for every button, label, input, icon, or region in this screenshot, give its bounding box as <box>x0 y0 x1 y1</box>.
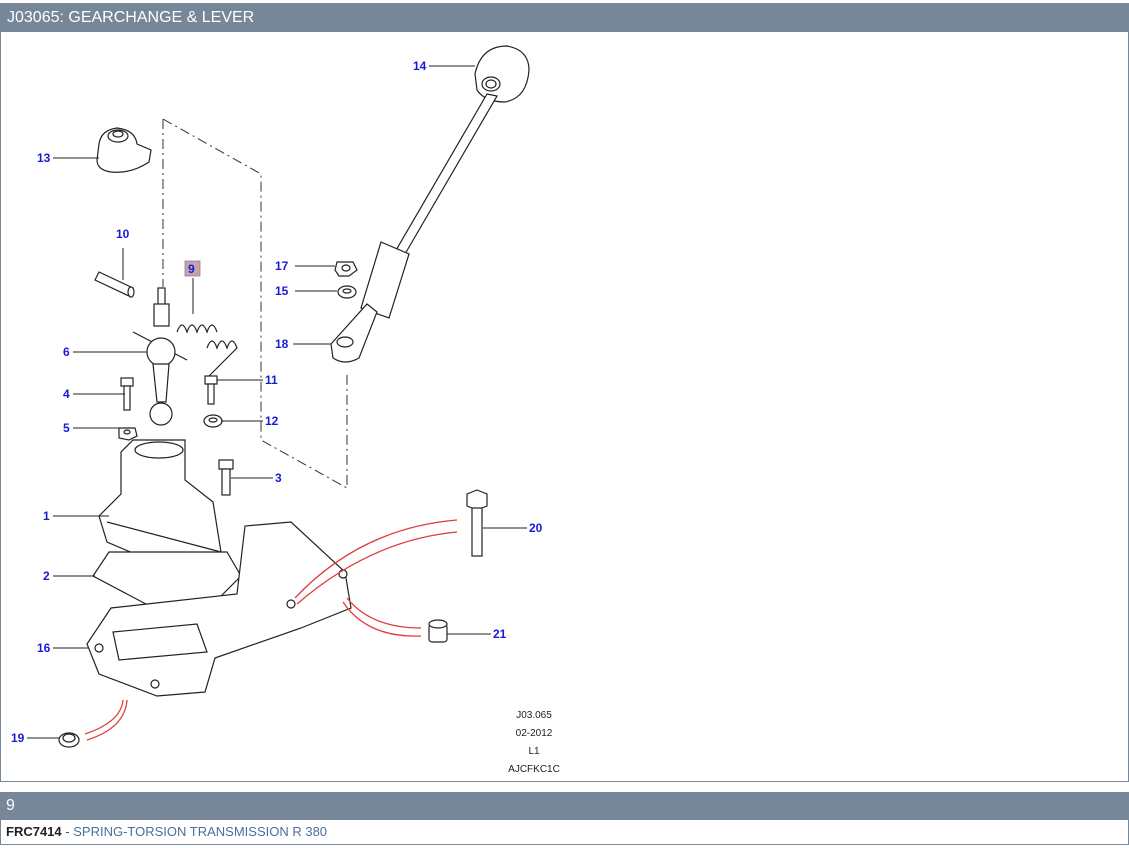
callout-19[interactable]: 19 <box>11 731 25 745</box>
part-number: FRC7414 <box>6 824 62 839</box>
reference-date: 02-2012 <box>516 728 553 739</box>
part-21-bush[interactable] <box>428 619 448 643</box>
callout-4[interactable]: 4 <box>63 387 70 401</box>
part-15-washer[interactable] <box>337 285 357 299</box>
diagram-panel: J03065: GEARCHANGE & LEVER <box>0 3 1129 782</box>
part-16-base[interactable] <box>86 521 352 697</box>
callout-11[interactable]: 11 <box>265 373 278 387</box>
leader-lines <box>27 65 527 739</box>
callout-10[interactable]: 10 <box>116 227 130 241</box>
diagram-reference: J03.065 02-2012 L1 AJCFKC1C <box>508 710 560 775</box>
callout-1[interactable]: 1 <box>43 509 50 523</box>
callout-6[interactable]: 6 <box>63 345 70 359</box>
diagram-title: J03065: GEARCHANGE & LEVER <box>1 4 1128 32</box>
part-9-spring[interactable] <box>176 324 238 379</box>
part-13-boot[interactable] <box>96 127 152 173</box>
reference-code: J03.065 <box>516 710 552 721</box>
part-19-seal[interactable] <box>58 732 80 748</box>
part-12-washer[interactable] <box>203 414 223 428</box>
part-6-lever[interactable] <box>132 287 188 426</box>
part-description-link[interactable]: SPRING-TORSION TRANSMISSION R 380 <box>73 824 328 839</box>
selected-part-header: 9 <box>0 792 1129 820</box>
callout-16[interactable]: 16 <box>37 641 51 655</box>
exploded-diagram: 13 10 9 6 4 5 11 12 3 1 2 16 19 14 17 15… <box>11 45 560 775</box>
callout-17[interactable]: 17 <box>275 259 289 273</box>
callout-5[interactable]: 5 <box>63 421 70 435</box>
callout-2[interactable]: 2 <box>43 569 50 583</box>
reference-id: AJCFKC1C <box>508 764 560 775</box>
part-14-knob[interactable] <box>474 45 530 103</box>
part-18-eye[interactable] <box>330 303 378 363</box>
callout-20[interactable]: 20 <box>529 521 543 535</box>
selected-callout-highlight <box>184 260 201 277</box>
callout-18[interactable]: 18 <box>275 337 289 351</box>
part-3-bolt[interactable] <box>218 459 234 496</box>
part-17-nut[interactable] <box>334 261 358 277</box>
lever-rod <box>360 93 498 319</box>
callout-13[interactable]: 13 <box>37 151 51 165</box>
callout-12[interactable]: 12 <box>265 414 279 428</box>
part-5-nut[interactable] <box>118 427 138 441</box>
reference-level: L1 <box>528 746 540 757</box>
part-10-pin[interactable] <box>94 271 135 298</box>
part-1-housing[interactable] <box>98 439 222 573</box>
part-11-bolt[interactable] <box>204 375 218 405</box>
callouts: 13 10 9 6 4 5 11 12 3 1 2 16 19 14 17 15… <box>11 59 543 745</box>
callout-21[interactable]: 21 <box>493 627 507 641</box>
callout-14[interactable]: 14 <box>413 59 427 73</box>
part-4-bolt[interactable] <box>120 377 134 411</box>
callout-3[interactable]: 3 <box>275 471 282 485</box>
callout-15[interactable]: 15 <box>275 284 289 298</box>
fitting-lines <box>84 519 458 741</box>
part-separator: - <box>65 824 70 839</box>
callout-9[interactable]: 9 <box>188 262 195 276</box>
part-20-bolt[interactable] <box>466 489 488 557</box>
assembly-line <box>162 118 348 489</box>
part-detail-row[interactable]: FRC7414 - SPRING-TORSION TRANSMISSION R … <box>0 820 1129 845</box>
